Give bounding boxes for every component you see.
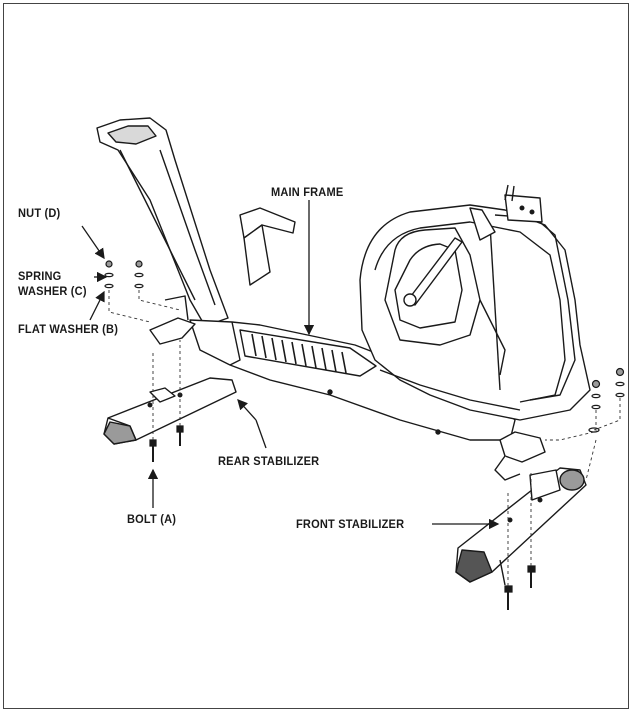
nut-label: NUT (D): [18, 206, 61, 220]
spring-washer-label-line1: SPRING: [18, 269, 62, 283]
rear-stabilizer-part: [103, 377, 237, 445]
bolt-label: BOLT (A): [127, 512, 177, 526]
leader-arrows: [81, 200, 500, 530]
hardware-right: [504, 367, 625, 610]
assembly-guide-lines: [108, 290, 621, 586]
rear-stabilizer-label: REAR STABILIZER: [218, 454, 320, 468]
spring-washer-label-line2: WASHER (C): [18, 284, 87, 298]
main-frame-label: MAIN FRAME: [271, 185, 344, 199]
flat-washer-label: FLAT WASHER (B): [18, 322, 119, 336]
front-stabilizer-label: FRONT STABILIZER: [296, 517, 405, 531]
front-stabilizer-part: [455, 467, 587, 586]
main-frame-part: [96, 117, 591, 481]
